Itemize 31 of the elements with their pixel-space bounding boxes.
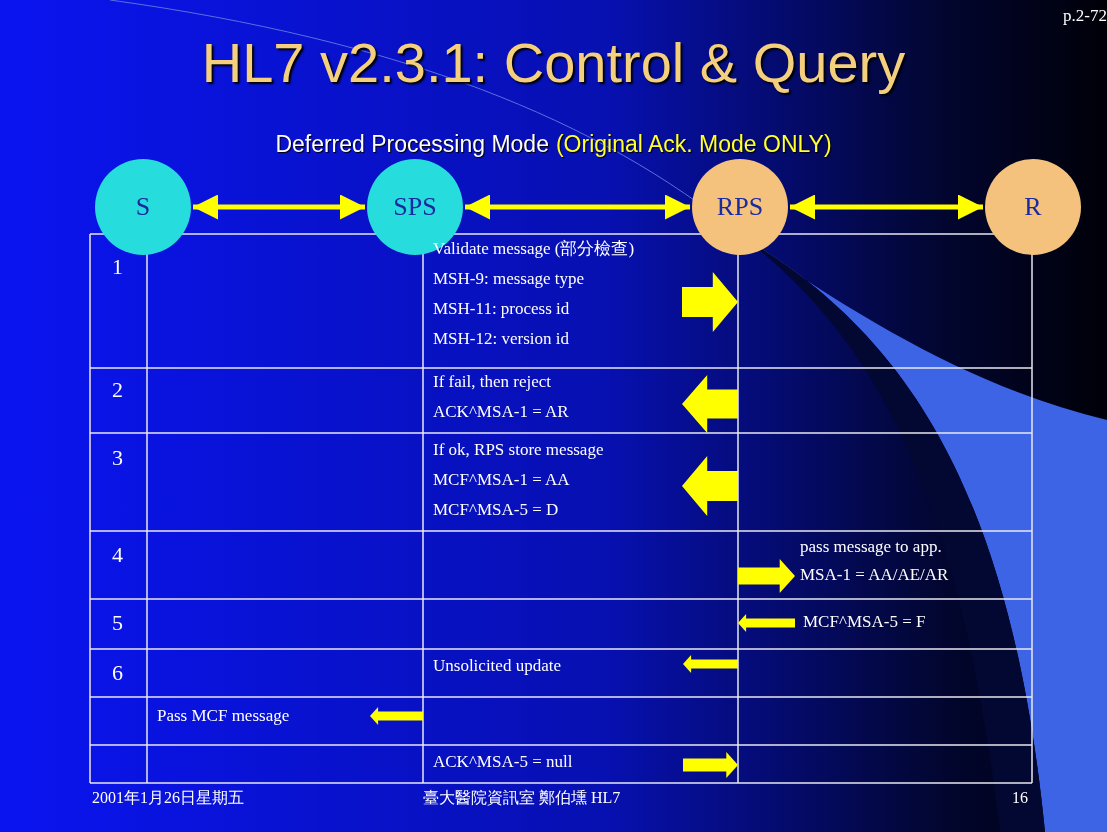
row-number: 2 <box>112 378 123 402</box>
footer-page-number: 16 <box>1012 788 1028 808</box>
cell-text: If fail, then reject <box>433 372 551 392</box>
double-arrow <box>790 194 983 220</box>
footer-date: 2001年1月26日星期五 <box>92 788 244 808</box>
footer-text: 臺大醫院資訊室 鄭伯壎 HL7 <box>423 788 621 808</box>
cell-text: ACK^MSA-5 = null <box>433 752 573 772</box>
cell-text: pass message to app. <box>800 537 942 557</box>
row-number: 5 <box>112 611 123 635</box>
cell-text: MSA-1 = AA/AE/AR <box>800 565 949 585</box>
cell-text: MSH-11: process id <box>433 299 570 319</box>
cell-text: Unsolicited update <box>433 656 561 676</box>
cell-text: MCF^MSA-5 = D <box>433 500 559 520</box>
row-number: 4 <box>112 543 123 567</box>
row-number: 6 <box>112 661 123 685</box>
page-number: p.2-72 <box>1063 6 1107 26</box>
cell-text: Validate message (部分檢查) <box>433 239 635 259</box>
subtitle: Deferred Processing Mode <box>275 131 549 157</box>
double-arrow <box>465 194 690 220</box>
cell-text: Pass MCF message <box>157 706 290 726</box>
cell-text: If ok, RPS store message <box>433 440 604 460</box>
slide-title: HL7 v2.3.1: Control & Query <box>201 31 906 94</box>
cell-text: MCF^MSA-1 = AA <box>433 470 570 490</box>
cell-text: MSH-12: version id <box>433 329 569 349</box>
row-number: 3 <box>112 446 123 470</box>
row-number: 1 <box>112 255 123 279</box>
cell-text: ACK^MSA-1 = AR <box>433 402 569 422</box>
subtitle: (Original Ack. Mode ONLY) <box>555 131 832 157</box>
cell-text: MSH-9: message type <box>433 269 585 289</box>
cell-text: MCF^MSA-5 = F <box>803 612 926 632</box>
double-arrow <box>193 194 365 220</box>
